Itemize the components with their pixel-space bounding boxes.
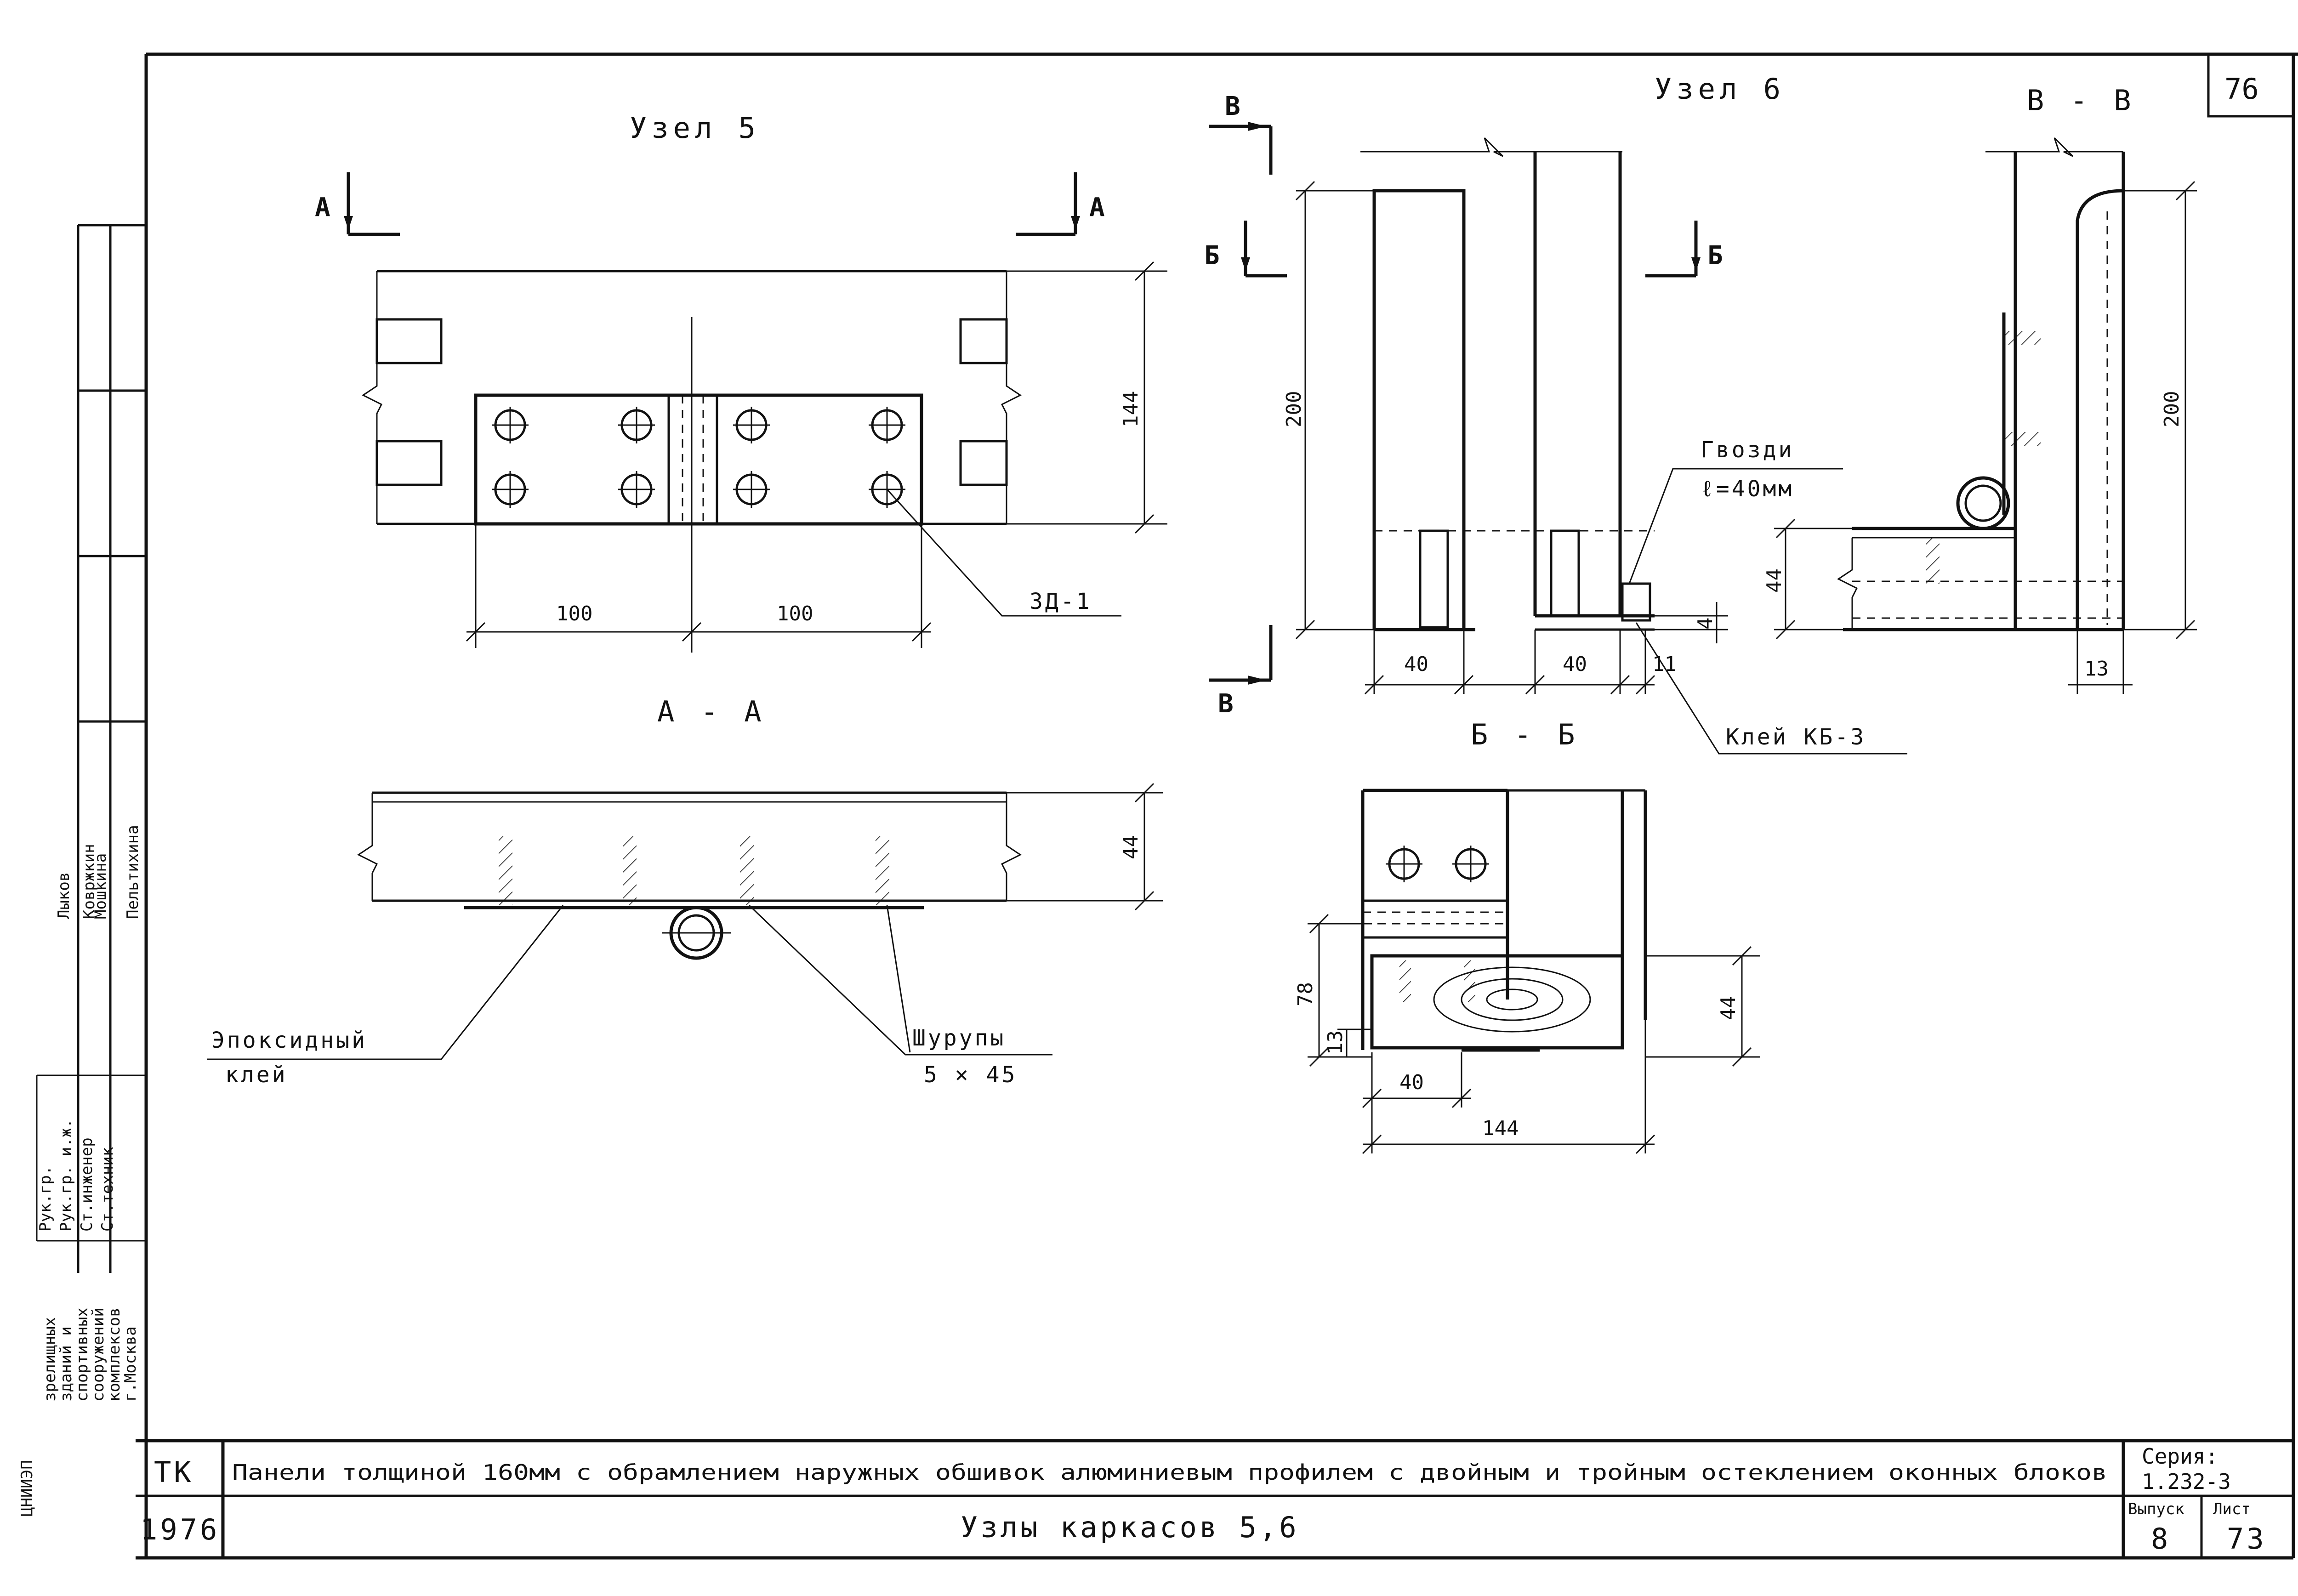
section-vv-view	[1774, 137, 2197, 694]
stamp-name-4: Пельтихина	[124, 825, 142, 919]
dim-44-bb: 44	[1717, 996, 1740, 1020]
mark-b-left: Б	[1204, 241, 1220, 271]
stamp-org-4: спортивных	[73, 1307, 91, 1402]
tb-title: Панели толщиной 160мм с обрамлением нару…	[232, 1460, 2107, 1485]
dim-44-vv: 44	[1763, 568, 1786, 593]
tb-sheet-label: Лист	[2213, 1500, 2251, 1518]
stamp-org-7: г.Москва	[121, 1326, 140, 1402]
node6-view	[1209, 122, 1907, 755]
stamp-name-3: Мошкина	[91, 853, 110, 919]
section-bb-view	[1308, 789, 1760, 1154]
label-nails-len: ℓ=40мм	[1701, 476, 1794, 502]
sheet-number: 76	[2224, 72, 2259, 106]
title-block	[136, 1439, 2293, 1558]
dim-144-bb: 144	[1482, 1117, 1519, 1140]
mark-v-bottom: В	[1218, 689, 1234, 719]
mark-a-right: А	[1089, 193, 1105, 222]
tb-subtitle: Узлы каркасов 5,6	[961, 1511, 1299, 1544]
sheet-frame	[136, 52, 2298, 1560]
stamp-role-4: Ст.техник	[98, 1147, 117, 1232]
section-vv-title: В - В	[2027, 84, 2136, 117]
dim-200-node6: 200	[1282, 391, 1306, 427]
dim-13-vv: 13	[2084, 657, 2109, 681]
label-screws-size: 5 × 45	[924, 1062, 1017, 1088]
tb-issue-value: 8	[2151, 1522, 2171, 1556]
label-epoxy: Эпоксидный	[211, 1028, 367, 1053]
stamp-block	[36, 224, 148, 1273]
section-aa-view	[207, 783, 1163, 1060]
tb-year: 1976	[140, 1513, 220, 1546]
tb-series-label: Серия:	[2142, 1444, 2218, 1469]
dim-40-node6-b: 40	[1563, 653, 1587, 676]
dim-40-bb: 40	[1399, 1071, 1424, 1094]
stamp-role-2: Рук.гр. и.ж.	[57, 1119, 75, 1232]
stamp-org-6: комплексов	[105, 1307, 124, 1402]
tb-org-code: ТК	[154, 1455, 194, 1489]
stamp-org-3: зданий и	[57, 1326, 75, 1402]
section-aa-title: А - А	[657, 695, 766, 728]
tb-issue-label: Выпуск	[2128, 1500, 2184, 1518]
mark-v-top: В	[1225, 91, 1240, 121]
stamp-role-3: Ст.инженер	[78, 1137, 96, 1232]
stamp-org-2: зрелищных	[41, 1317, 59, 1402]
dim-44-aa: 44	[1119, 835, 1143, 859]
node6-title: Узел 6	[1655, 72, 1785, 106]
label-epoxy-2: клей	[225, 1062, 288, 1088]
dim-40-node6-a: 40	[1404, 653, 1428, 676]
label-zd1: ЗД-1	[1030, 589, 1092, 614]
label-nails: Гвозди	[1701, 437, 1794, 463]
dim-144-node5: 144	[1119, 391, 1143, 427]
stamp-name-2: Ковржкин	[80, 844, 98, 919]
stamp-role-1: Рук.гр.	[36, 1166, 55, 1232]
dim-11-node6: 11	[1652, 653, 1677, 676]
tb-sheet-value: 73	[2227, 1522, 2267, 1556]
label-glue-kb3: Клей КБ-3	[1726, 724, 1866, 750]
dim-78-bb: 78	[1294, 982, 1317, 1006]
stamp-name-1: Лыков	[55, 872, 73, 919]
dim-13-bb: 13	[1324, 1030, 1347, 1055]
node5-title: Узел 5	[630, 111, 760, 145]
dim-100-left: 100	[556, 602, 592, 625]
stamp-org-1: ЦНИИЭП	[18, 1460, 36, 1516]
tb-series-value: 1.232-3	[2142, 1469, 2231, 1494]
dim-200-vv: 200	[2160, 391, 2184, 427]
mark-a-left: А	[315, 193, 330, 222]
dim-100-right: 100	[777, 602, 813, 625]
section-bb-title: Б - Б	[1471, 718, 1580, 751]
label-screws: Шурупы	[912, 1025, 1006, 1051]
stamp-org-5: сооружений	[89, 1307, 108, 1402]
mark-b-right: Б	[1707, 241, 1723, 271]
node5-plan	[344, 172, 1167, 653]
dim-4-node6: 4	[1694, 618, 1717, 630]
